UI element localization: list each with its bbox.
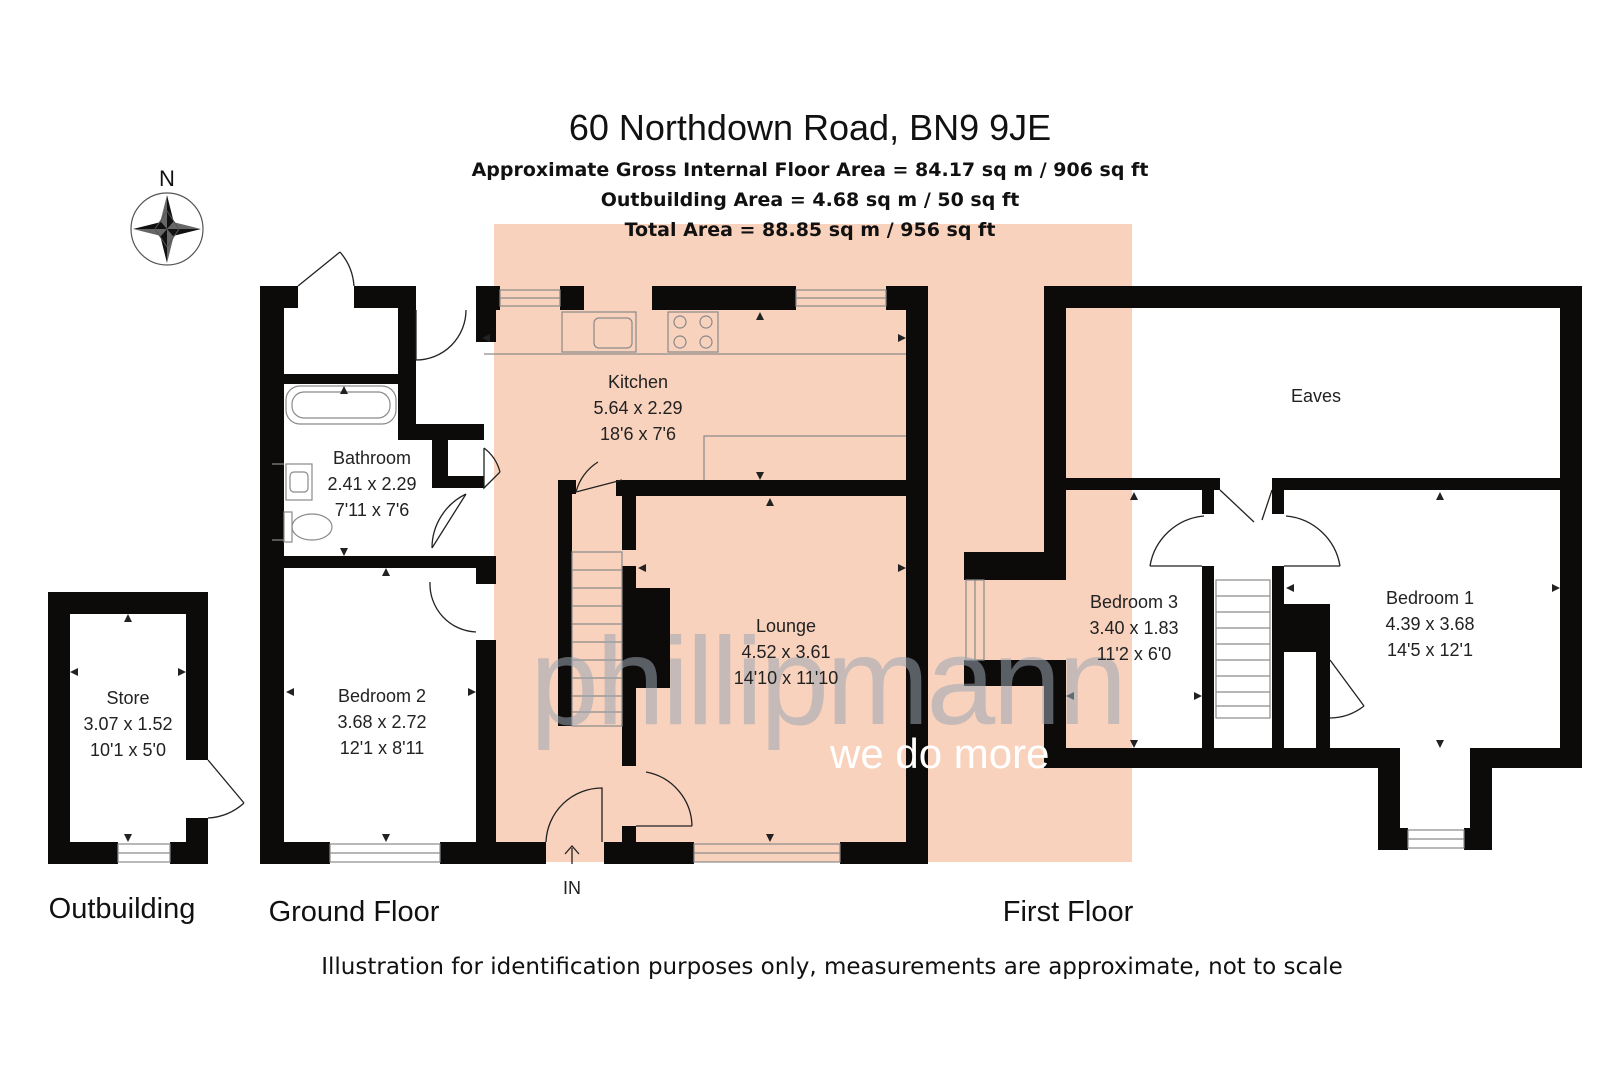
total-area-line: Total Area = 88.85 sq m / 956 sq ft <box>625 219 996 241</box>
room-kitchen-imperial: 18'6 x 7'6 <box>600 424 676 444</box>
first-floor-plan <box>964 286 1582 850</box>
room-bathroom-imperial: 7'11 x 7'6 <box>335 500 410 520</box>
room-bedroom2-metric: 3.68 x 2.72 <box>337 712 426 732</box>
ground-floor-plan <box>70 251 928 864</box>
room-kitchen-name: Kitchen <box>608 372 668 392</box>
room-bedroom1-metric: 4.39 x 3.68 <box>1385 614 1474 634</box>
floor-label-first: First Floor <box>1003 896 1134 928</box>
room-store-metric: 3.07 x 1.52 <box>83 714 172 734</box>
outbuilding-area-line: Outbuilding Area = 4.68 sq m / 50 sq ft <box>601 189 1020 211</box>
room-bedroom3-metric: 3.40 x 1.83 <box>1089 618 1178 638</box>
highlight-band <box>494 224 1132 862</box>
floor-label-ground: Ground Floor <box>269 896 440 928</box>
entrance-label: IN <box>563 878 581 898</box>
room-store-imperial: 10'1 x 5'0 <box>90 740 166 760</box>
room-store-name: Store <box>106 688 149 708</box>
floor-label-outbuilding: Outbuilding <box>49 893 196 925</box>
page-title: 60 Northdown Road, BN9 9JE <box>569 107 1051 148</box>
room-lounge-imperial: 14'10 x 11'10 <box>734 668 839 688</box>
room-bedroom3-name: Bedroom 3 <box>1090 592 1178 612</box>
room-bedroom1-imperial: 14'5 x 12'1 <box>1387 640 1473 660</box>
room-bedroom2-name: Bedroom 2 <box>338 686 426 706</box>
outbuilding-plan <box>48 592 245 864</box>
room-bathroom-name: Bathroom <box>333 448 411 468</box>
north-arrow-compass-icon <box>130 192 204 266</box>
room-kitchen-metric: 5.64 x 2.29 <box>593 398 682 418</box>
watermark-tagline: we do more <box>829 730 1049 777</box>
room-lounge-name: Lounge <box>756 616 816 636</box>
room-eaves-name: Eaves <box>1291 386 1341 406</box>
room-lounge-metric: 4.52 x 3.61 <box>741 642 830 662</box>
room-bedroom2-imperial: 12'1 x 8'11 <box>340 738 425 758</box>
room-bathroom-metric: 2.41 x 2.29 <box>327 474 416 494</box>
room-bedroom3-imperial: 11'2 x 6'0 <box>1097 644 1172 664</box>
compass-label: N <box>159 166 175 191</box>
room-bedroom1-name: Bedroom 1 <box>1386 588 1474 608</box>
disclaimer-footer: Illustration for identification purposes… <box>321 954 1343 980</box>
gross-area-line: Approximate Gross Internal Floor Area = … <box>472 159 1149 181</box>
watermark-brand: phillipmann <box>530 613 1124 751</box>
